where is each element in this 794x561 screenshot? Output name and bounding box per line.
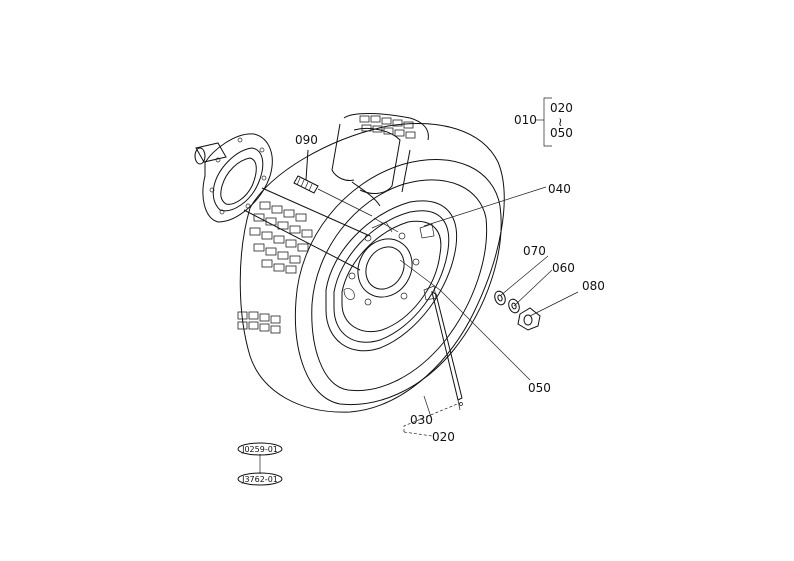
tire-tread xyxy=(237,115,416,334)
label-050-top: 050 xyxy=(550,126,573,140)
label-070: 070 xyxy=(523,244,546,258)
leader-lines xyxy=(259,97,579,474)
reference-bubble-bottom: J3762-01 xyxy=(237,472,283,486)
label-010: 010 xyxy=(514,113,537,127)
axle-flange xyxy=(194,133,371,271)
label-030: 030 xyxy=(410,413,433,427)
label-080: 080 xyxy=(582,279,605,293)
label-090: 090 xyxy=(295,133,318,147)
reference-code-bottom: J3762-01 xyxy=(241,475,278,484)
label-020-bottom: 020 xyxy=(432,430,455,444)
wheel-nut-080 xyxy=(517,307,541,331)
label-060: 060 xyxy=(552,261,575,275)
label-020-top: 020 xyxy=(550,101,573,115)
label-050-bottom: 050 xyxy=(528,381,551,395)
label-range-separator: ≀ xyxy=(558,115,563,129)
reference-bubble-top: J0259-01 xyxy=(237,442,283,456)
reference-code-top: J0259-01 xyxy=(241,445,278,454)
label-040: 040 xyxy=(548,182,571,196)
washer-060 xyxy=(508,298,520,314)
washer-070 xyxy=(494,290,506,306)
tire xyxy=(239,113,505,413)
stud-bolt xyxy=(293,149,373,217)
wheel-rim xyxy=(325,200,458,352)
